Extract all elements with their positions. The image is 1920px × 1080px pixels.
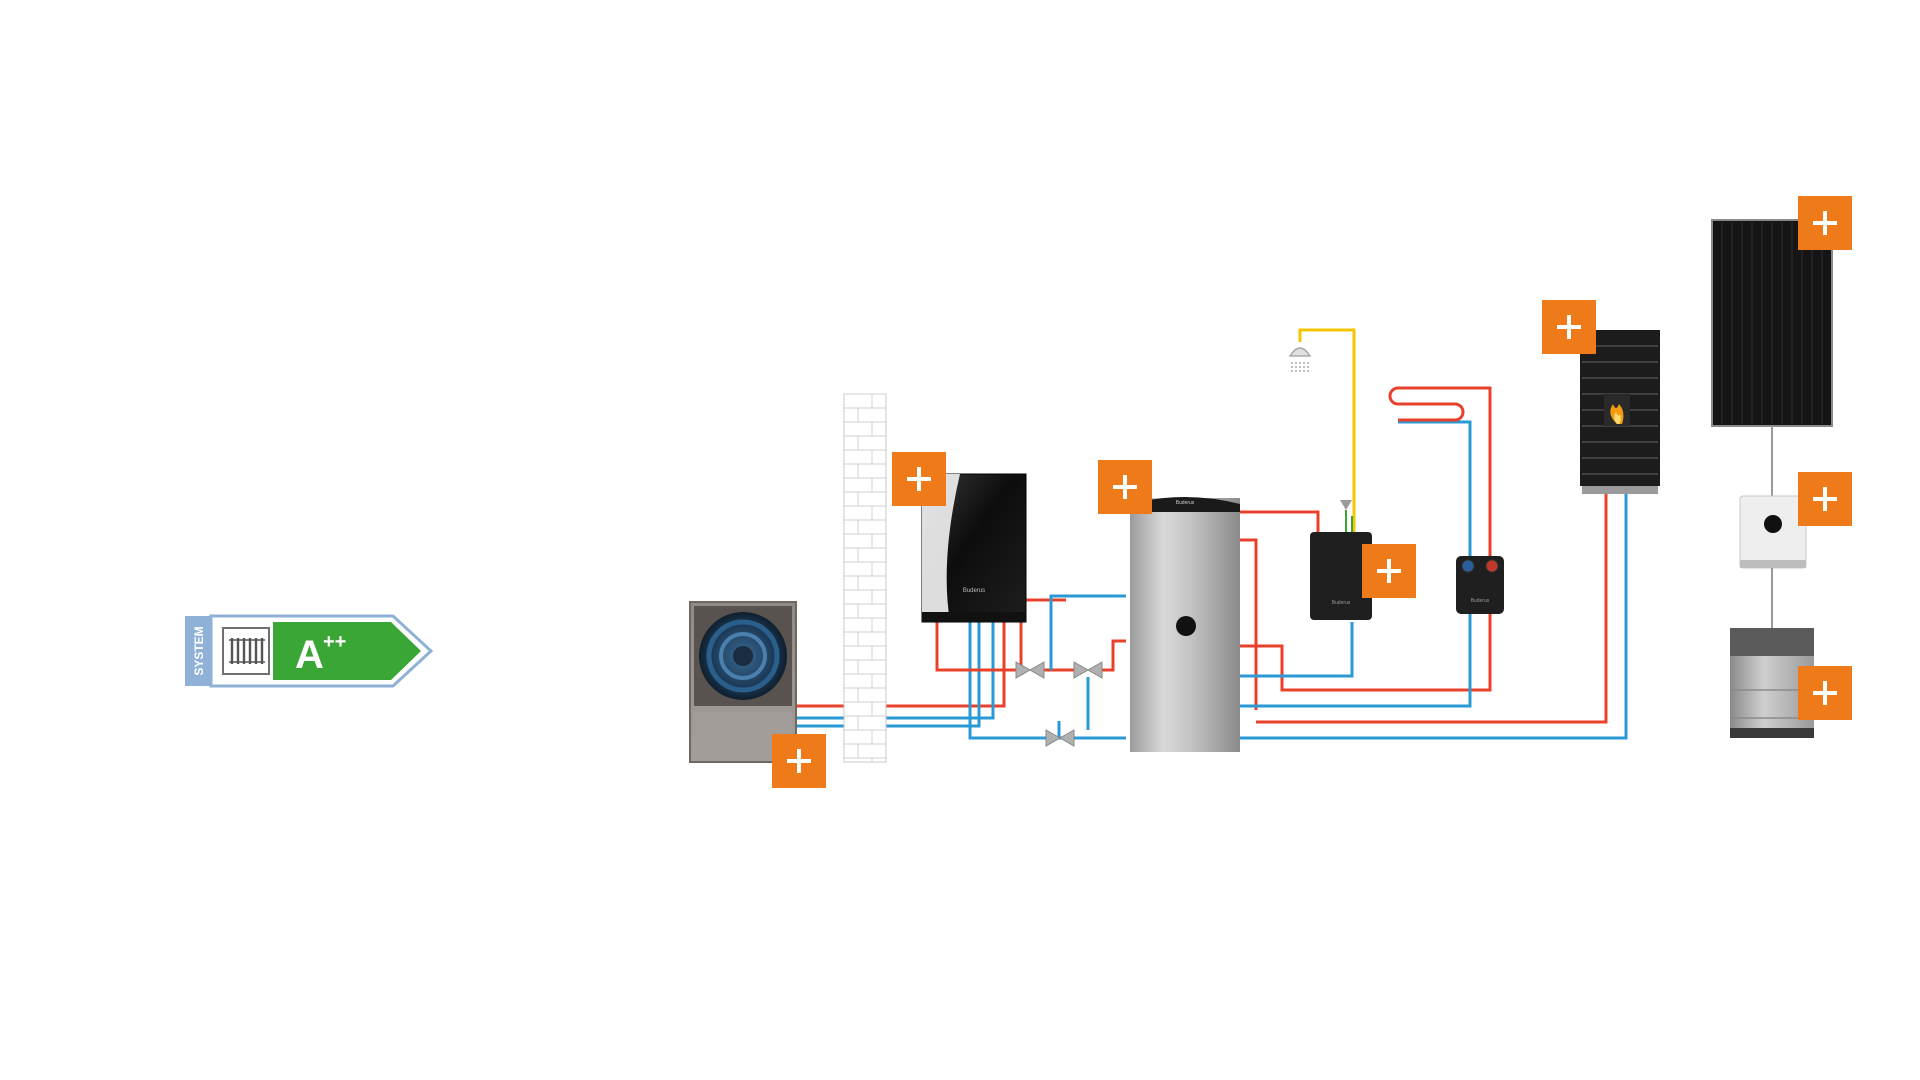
energy-label-side-text: SYSTEM — [192, 626, 206, 675]
air-heat-pump — [689, 601, 797, 763]
hotspot-heat-pump[interactable] — [772, 734, 826, 788]
chimney — [843, 393, 887, 763]
plus-icon — [1557, 315, 1581, 339]
radiator-icon-fins — [229, 638, 265, 664]
underfloor-heating — [1388, 386, 1465, 422]
three-way-valve — [1073, 661, 1103, 679]
chimney-bricks — [844, 393, 886, 762]
supply-pipe — [1256, 494, 1608, 724]
tank-porthole — [1176, 616, 1196, 636]
hotspot-wall-boiler[interactable] — [892, 452, 946, 506]
tank-brand: Buderus — [1176, 500, 1195, 506]
energy-label-arrow — [273, 622, 421, 680]
pellet-stove — [1580, 330, 1660, 494]
return-pipe — [1049, 594, 1126, 670]
return-pipe — [1256, 494, 1628, 740]
supply-pipe — [1236, 510, 1320, 532]
hotspot-fresh-water-station[interactable] — [1362, 544, 1416, 598]
supply-pipe — [1094, 639, 1126, 672]
shower-icon — [1288, 347, 1312, 374]
wall-boiler: Buderus — [921, 473, 1027, 623]
plus-icon — [1813, 487, 1837, 511]
boiler-brand: Buderus — [963, 588, 985, 594]
inverter — [1739, 495, 1807, 628]
supply-pipe — [1236, 538, 1258, 710]
energy-label-side — [185, 616, 211, 686]
storage-tank: Buderus — [1130, 497, 1240, 752]
plus-icon — [787, 749, 811, 773]
three-way-valve — [1045, 729, 1075, 747]
station-brand: Buderus — [1332, 600, 1351, 606]
hotspot-storage-tank[interactable] — [1098, 460, 1152, 514]
hotspot-inverter[interactable] — [1798, 472, 1852, 526]
plus-icon — [1113, 475, 1137, 499]
return-pipe — [1256, 622, 1354, 678]
supply-pipe — [795, 622, 1006, 708]
three-way-valve — [1015, 661, 1045, 679]
plus-icon — [1813, 211, 1837, 235]
supply-pipe — [1236, 386, 1492, 692]
mixing-valves — [1015, 661, 1103, 747]
brick-wall-icon — [843, 393, 887, 763]
energy-class-suffix: ++ — [323, 631, 346, 653]
hotspot-pellet-stove[interactable] — [1542, 300, 1596, 354]
plus-icon — [1813, 681, 1837, 705]
return-pipe — [795, 622, 981, 728]
module-brand: Buderus — [1471, 598, 1490, 604]
energy-label: SYSTEM A ++ — [185, 614, 434, 688]
hot-water-pipe — [1298, 328, 1356, 532]
hotspot-pv-module[interactable] — [1798, 196, 1852, 250]
supply-pipe — [1019, 598, 1066, 670]
plus-icon — [1377, 559, 1401, 583]
hotspot-battery-storage[interactable] — [1798, 666, 1852, 720]
fresh-water-station: Buderus — [1310, 500, 1372, 620]
supply-pipe — [935, 622, 1023, 672]
pv-module — [1711, 219, 1833, 496]
energy-class-letter: A — [295, 633, 324, 677]
heating-circuit-module: Buderus — [1456, 556, 1504, 614]
plus-icon — [907, 467, 931, 491]
